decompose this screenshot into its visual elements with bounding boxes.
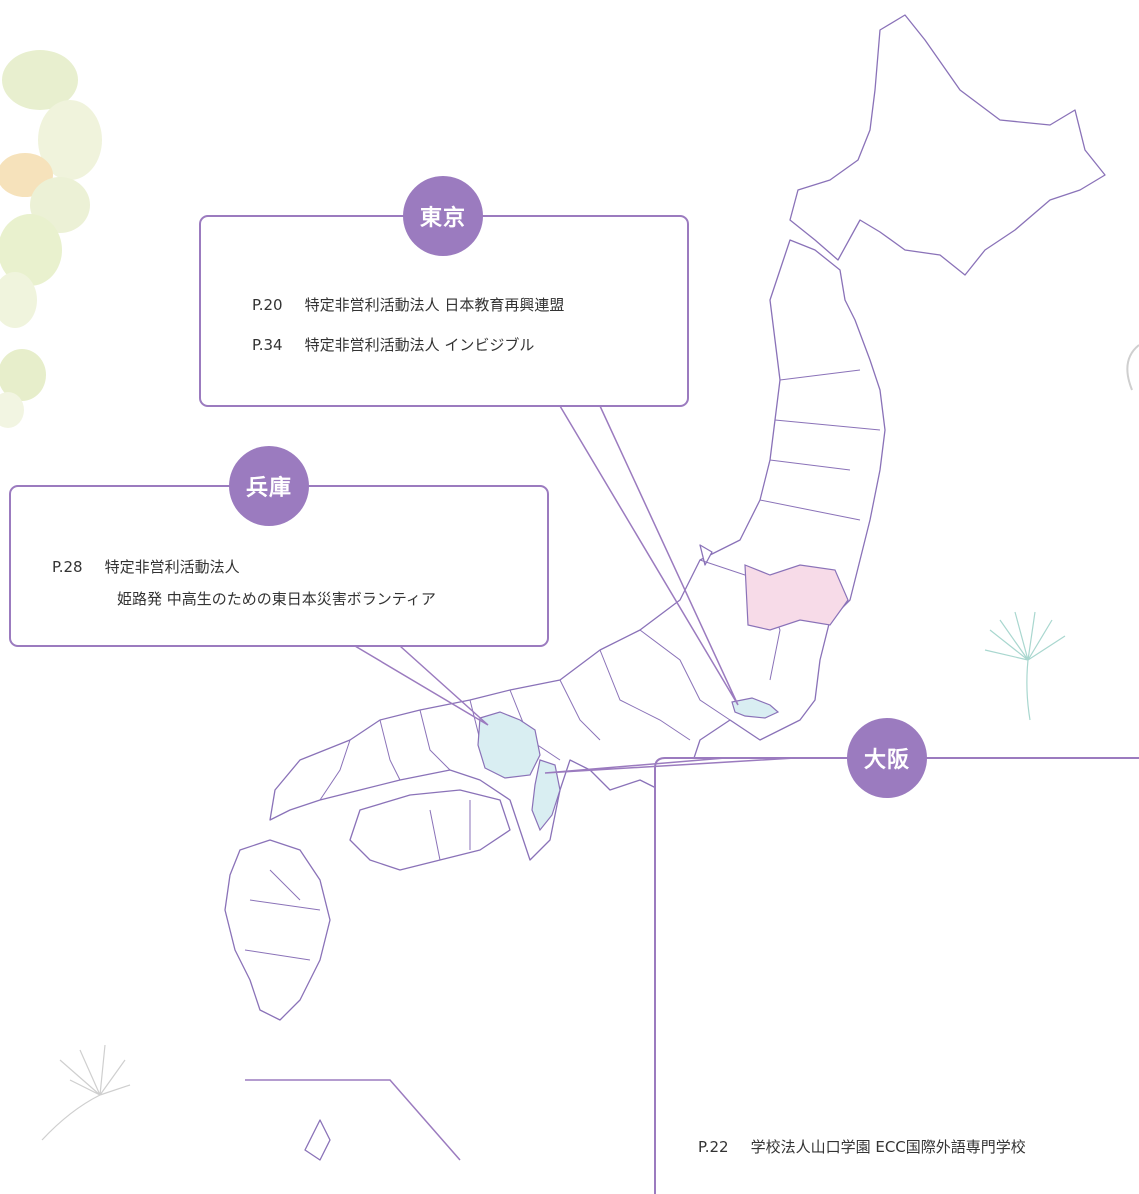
tokyo-entry-1: P.20 特定非営利活動法人 日本教育再興連盟 bbox=[252, 294, 564, 315]
page-number: P.20 bbox=[252, 296, 283, 314]
osaka-badge: 大阪 bbox=[847, 718, 927, 798]
organization-name: 特定非営利活動法人 インビジブル bbox=[304, 336, 535, 354]
fukushima-highlight bbox=[744, 564, 849, 631]
hyogo-entry-1-line2: 姫路発 中高生のための東日本災害ボランティア bbox=[117, 590, 436, 608]
dandelion-seed-left bbox=[41, 1044, 131, 1141]
prefecture-borders bbox=[244, 369, 881, 961]
page-number: P.22 bbox=[698, 1138, 729, 1156]
dandelion-seed-right bbox=[984, 611, 1066, 721]
hyogo-entry-1: P.28 特定非営利活動法人 bbox=[52, 556, 240, 577]
hyogo-badge: 兵庫 bbox=[229, 446, 309, 526]
page-number: P.34 bbox=[252, 336, 283, 354]
hyogo-highlight bbox=[477, 711, 541, 779]
curl-decoration bbox=[1126, 344, 1139, 391]
tokyo-highlight bbox=[731, 697, 780, 719]
organization-name: 学校法人山口学園 ECC国際外語専門学校 bbox=[750, 1138, 1026, 1156]
osaka-entry-1: P.22 学校法人山口学園 ECC国際外語専門学校 bbox=[698, 1136, 1026, 1157]
osaka-callout-box bbox=[654, 757, 1139, 1194]
leader-lines bbox=[245, 405, 796, 1161]
tokyo-entry-2: P.34 特定非営利活動法人 インビジブル bbox=[252, 334, 534, 355]
flower-decoration bbox=[0, 50, 102, 428]
osaka-highlight bbox=[531, 759, 561, 832]
organization-name: 特定非営利活動法人 日本教育再興連盟 bbox=[304, 296, 565, 314]
tokyo-badge: 東京 bbox=[403, 176, 483, 256]
organization-name: 特定非営利活動法人 bbox=[104, 558, 240, 576]
page-number: P.28 bbox=[52, 558, 83, 576]
